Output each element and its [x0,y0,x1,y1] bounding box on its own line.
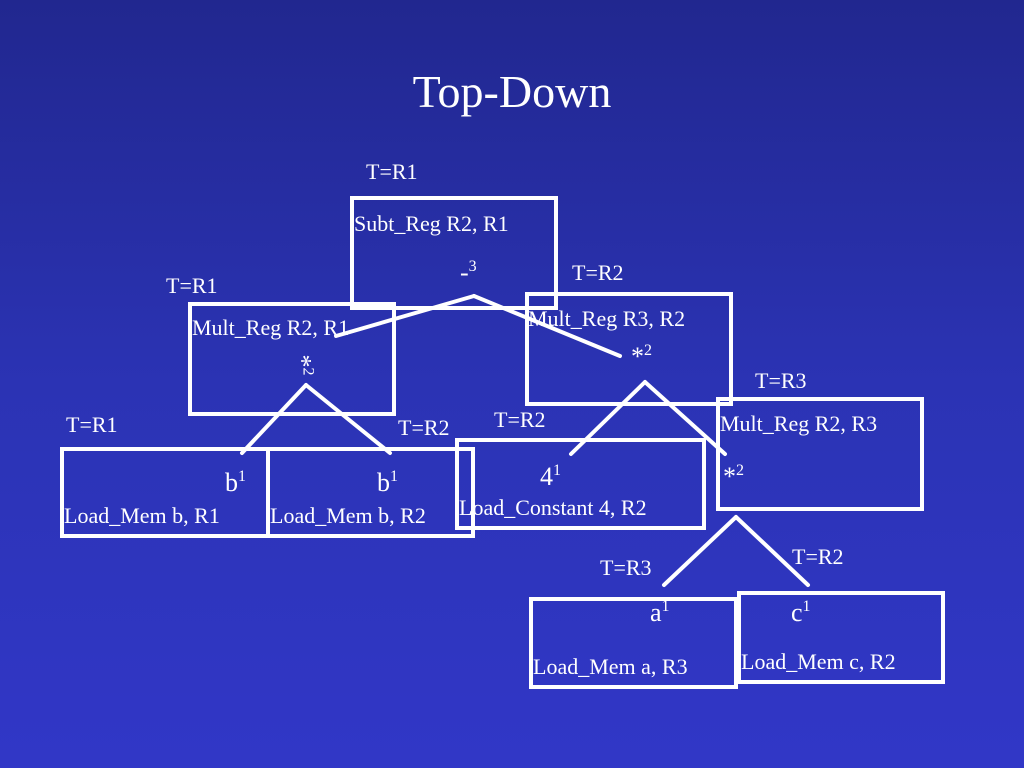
mul-mid-op: *2 [631,342,652,371]
c-target: T=R2 [792,544,844,569]
b-b-node-box [266,447,475,538]
mul-mid-instruction: Mult_Reg R3, R2 [528,306,686,331]
slide-title: Top-Down [412,66,612,117]
four-op: 41 [540,462,561,491]
c-op: c1 [791,598,811,627]
a-instruction: Load_Mem a, R3 [533,654,688,679]
mul-right-instruction: Mult_Reg R2, R3 [720,411,878,436]
b-b-op: b1 [377,468,398,497]
b-a-instruction: Load_Mem b, R1 [64,503,220,528]
b-a-op: b1 [225,468,246,497]
b-a-target: T=R1 [66,412,118,437]
a-node-box [529,597,738,689]
root-target: T=R1 [366,159,418,184]
root-instruction: Subt_Reg R2, R1 [354,211,509,236]
mul-left-node-box [188,302,396,416]
root-node-box [350,196,558,310]
four-target: T=R2 [494,407,546,432]
mul-left-op: *2 [287,354,317,376]
a-op: a1 [650,598,670,627]
edge-mul-right-c [734,515,810,587]
edge-mul-mid-mul-right [643,380,727,456]
mul-left-target: T=R1 [166,273,218,298]
mul-left-instruction: Mult_Reg R2, R1 [192,315,350,340]
mul-mid-target: T=R2 [572,260,624,285]
mul-right-target: T=R3 [755,368,807,393]
mul-mid-node-box [525,292,733,406]
edge-root-left [334,294,476,338]
b-b-instruction: Load_Mem b, R2 [270,503,426,528]
c-node-box [737,591,945,684]
edge-mul-mid-four [569,380,647,456]
a-target: T=R3 [600,555,652,580]
edge-mul-right-a [662,515,738,587]
mul-right-op: *2 [723,462,744,491]
mul-right-node-box [716,397,924,511]
four-instruction: Load_Constant 4, R2 [459,495,647,520]
edge-mul-left-b-a [240,383,308,455]
root-op: -3 [460,258,477,287]
edge-mul-left-b-b [304,383,392,455]
four-node-box [455,438,706,530]
c-instruction: Load_Mem c, R2 [741,649,896,674]
b-b-target: T=R2 [398,415,450,440]
